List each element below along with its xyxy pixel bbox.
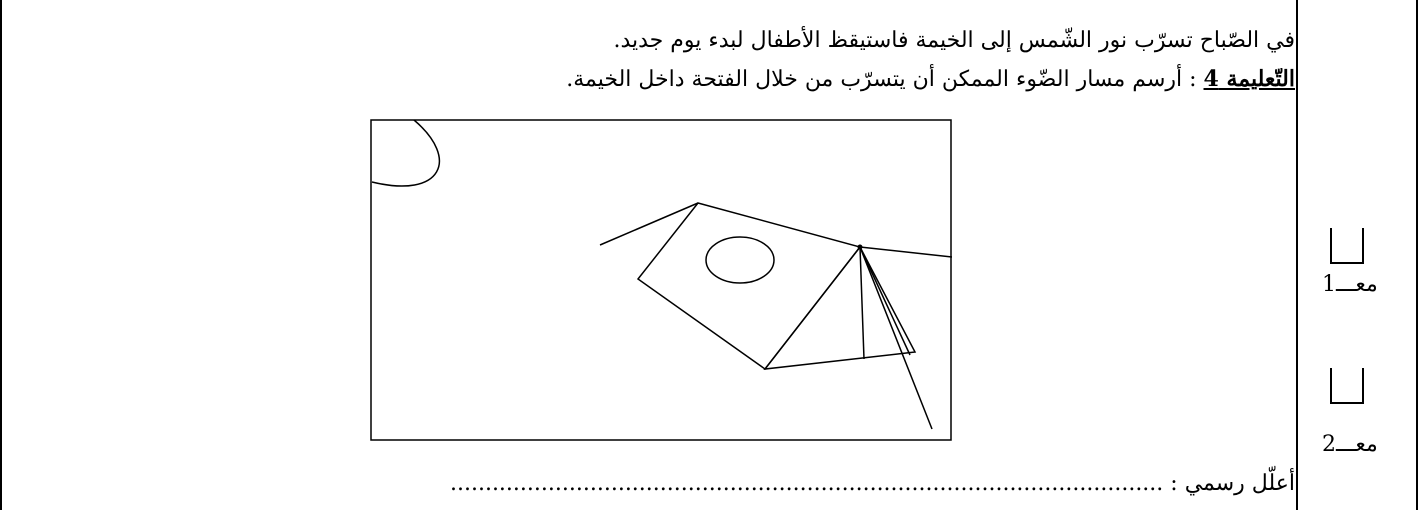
justification-label: أعلّل رسمي : [1163, 471, 1295, 496]
instruction-line: التّعليمة 4 : أرسم مسار الضّوء الممكن أن… [566, 64, 1295, 95]
criterion-1-checkbox[interactable] [1330, 228, 1364, 264]
figure-border [371, 120, 951, 440]
content-right-border [1296, 0, 1298, 510]
criterion-2-label: معـــ2 [1322, 432, 1378, 458]
instruction-text: : أرسم مسار الضّوء الممكن أن يتسرّب من خ… [566, 67, 1203, 92]
criterion-1-label: معـــ1 [1322, 272, 1378, 298]
instruction-label: التّعليمة 4 [1204, 66, 1295, 92]
tent-figure[interactable] [370, 119, 952, 441]
left-border [0, 0, 2, 510]
justification-dots: ........................................… [450, 471, 1163, 496]
criterion-2-checkbox[interactable] [1330, 368, 1364, 404]
context-sentence: في الصّباح تسرّب نور الشّمس إلى الخيمة ف… [613, 26, 1295, 56]
justification-line[interactable]: أعلّل رسمي : ...........................… [450, 469, 1295, 499]
